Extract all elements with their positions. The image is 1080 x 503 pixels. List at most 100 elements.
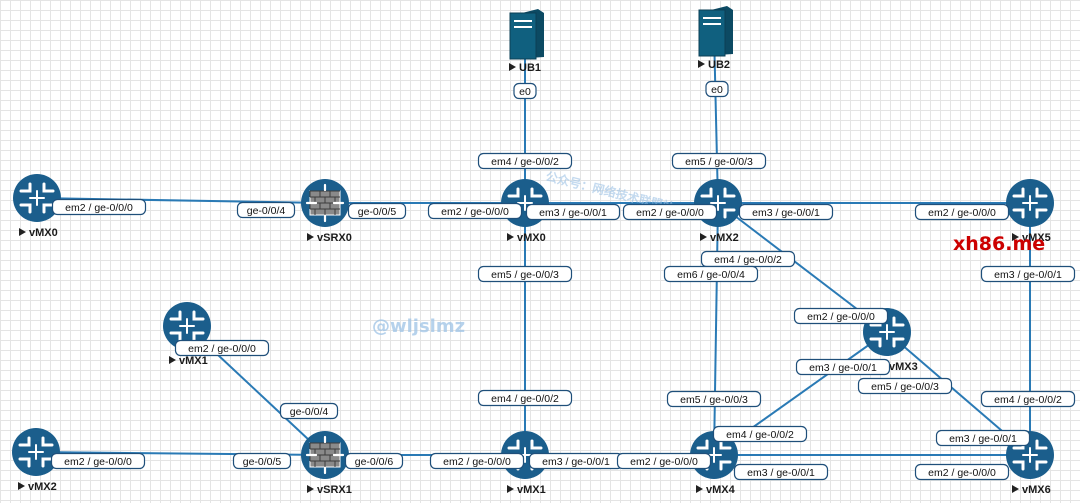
interface-label-r-vmx1-a[interactable]: em3 / ge-0/0/1 bbox=[528, 452, 624, 470]
caret-right-icon bbox=[507, 233, 514, 241]
interface-label-box bbox=[427, 202, 523, 220]
node-label: vMX2 bbox=[710, 232, 739, 244]
interface-label-r-vmx2-top-a[interactable]: em4 / ge-0/0/2 bbox=[700, 250, 796, 268]
caret-right-icon bbox=[1012, 233, 1019, 241]
watermark-site: xh86.me bbox=[953, 233, 1045, 255]
interface-label-r-vmx0-b[interactable]: em4 / ge-0/0/2 bbox=[477, 152, 573, 170]
interface-label-r-vmx3-a[interactable]: em5 / ge-0/0/3 bbox=[857, 377, 953, 395]
interface-label-text: em4 / ge-0/0/2 bbox=[491, 156, 559, 168]
interface-label-r-vmx4-a[interactable]: em3 / ge-0/0/1 bbox=[733, 463, 829, 481]
interface-label-box bbox=[914, 203, 1010, 221]
interface-label-box bbox=[347, 202, 407, 220]
node-label: UB2 bbox=[708, 59, 730, 71]
interface-label-text: ge-0/0/4 bbox=[290, 406, 329, 418]
interface-label-r-vmx2-left-a[interactable]: em2 / ge-0/0/0 bbox=[50, 452, 146, 470]
interface-label-text: em2 / ge-0/0/0 bbox=[928, 207, 996, 219]
interface-label-text: em4 / ge-0/0/2 bbox=[994, 394, 1062, 406]
interface-label-r-vmx0-left-a[interactable]: em2 / ge-0/0/0 bbox=[51, 198, 147, 216]
interface-label-box bbox=[914, 463, 1010, 481]
node-r-vmx1-left[interactable]: vMX1 bbox=[163, 302, 211, 367]
interface-label-srv-ub1-a[interactable]: e0 bbox=[513, 82, 537, 100]
interface-label-fw-vsrx1-a[interactable]: ge-0/0/6 bbox=[344, 452, 404, 470]
interface-label-r-vmx2-top-b[interactable]: em5 / ge-0/0/3 bbox=[671, 152, 767, 170]
node-caption: vMX1 bbox=[169, 355, 208, 367]
interface-label-box bbox=[51, 198, 147, 216]
interface-label-r-vmx1-b[interactable]: em4 / ge-0/0/2 bbox=[477, 389, 573, 407]
node-label: vMX2 bbox=[28, 481, 57, 493]
node-label: vMX0 bbox=[517, 232, 546, 244]
caret-right-icon bbox=[509, 63, 516, 71]
interface-label-box bbox=[980, 390, 1076, 408]
interface-label-text: em5 / ge-0/0/3 bbox=[680, 394, 748, 406]
node-label: UB1 bbox=[519, 62, 541, 74]
caret-right-icon bbox=[696, 485, 703, 493]
interface-label-r-vmx4-b[interactable]: em2 / ge-0/0/0 bbox=[616, 452, 712, 470]
node-srv-ub1[interactable]: UB1 bbox=[509, 9, 544, 74]
interface-label-r-vmx3-a[interactable]: em3 / ge-0/0/1 bbox=[795, 358, 891, 376]
node-srv-ub2[interactable]: UB2 bbox=[698, 6, 733, 71]
interface-label-r-vmx0-a[interactable]: em3 / ge-0/0/1 bbox=[525, 203, 621, 221]
interface-label-box bbox=[980, 265, 1076, 283]
interface-label-text: em2 / ge-0/0/0 bbox=[441, 206, 509, 218]
server-icon bbox=[509, 12, 537, 60]
node-label: vMX0 bbox=[29, 227, 58, 239]
node-label: vMX1 bbox=[179, 355, 208, 367]
interface-label-srv-ub2-a[interactable]: e0 bbox=[705, 80, 729, 98]
interface-label-r-vmx4-b[interactable]: em5 / ge-0/0/3 bbox=[666, 390, 762, 408]
interface-label-r-vmx5-b[interactable]: em2 / ge-0/0/0 bbox=[914, 203, 1010, 221]
node-caption: vMX0 bbox=[507, 232, 546, 244]
interface-label-fw-vsrx1-b[interactable]: ge-0/0/5 bbox=[232, 452, 292, 470]
node-caption: vMX5 bbox=[1012, 232, 1051, 244]
interface-label-box bbox=[935, 429, 1031, 447]
interface-label-fw-vsrx0-a[interactable]: ge-0/0/5 bbox=[347, 202, 407, 220]
interface-label-r-vmx3-b[interactable]: em2 / ge-0/0/0 bbox=[793, 307, 889, 325]
node-caption: vSRX0 bbox=[307, 232, 352, 244]
interface-label-fw-vsrx1-b[interactable]: ge-0/0/4 bbox=[279, 402, 339, 420]
interface-label-r-vmx5-a[interactable]: em3 / ge-0/0/1 bbox=[980, 265, 1076, 283]
interface-label-r-vmx0-b[interactable]: em2 / ge-0/0/0 bbox=[427, 202, 523, 220]
interface-label-r-vmx2-top-a[interactable]: em6 / ge-0/0/4 bbox=[663, 265, 759, 283]
interface-label-text: em3 / ge-0/0/1 bbox=[542, 456, 610, 468]
node-r-vmx2-left[interactable]: vMX2 bbox=[12, 428, 60, 493]
node-label: vMX5 bbox=[1022, 232, 1051, 244]
caret-right-icon bbox=[1012, 485, 1019, 493]
server-icon bbox=[698, 9, 726, 57]
interface-label-r-vmx6-b[interactable]: em2 / ge-0/0/0 bbox=[914, 463, 1010, 481]
interface-label-r-vmx4-b[interactable]: em4 / ge-0/0/2 bbox=[712, 425, 808, 443]
interface-label-text: em2 / ge-0/0/0 bbox=[807, 311, 875, 323]
interface-label-text: em4 / ge-0/0/2 bbox=[491, 393, 559, 405]
interface-label-box bbox=[733, 463, 829, 481]
interface-label-fw-vsrx0-b[interactable]: ge-0/0/4 bbox=[236, 201, 296, 219]
interface-label-r-vmx1-left-a[interactable]: em2 / ge-0/0/0 bbox=[174, 339, 270, 357]
interface-label-box bbox=[666, 390, 762, 408]
interface-label-r-vmx1-b[interactable]: em2 / ge-0/0/0 bbox=[429, 452, 525, 470]
interface-label-r-vmx2-top-a[interactable]: em3 / ge-0/0/1 bbox=[738, 203, 834, 221]
node-label: vMX3 bbox=[889, 361, 918, 373]
interface-label-text: em5 / ge-0/0/3 bbox=[685, 156, 753, 168]
node-r-vmx0-left[interactable]: vMX0 bbox=[13, 174, 61, 239]
caret-right-icon bbox=[18, 482, 25, 490]
node-fw-vsrx0[interactable]: vSRX0 bbox=[301, 179, 352, 244]
node-r-vmx5[interactable]: vMX5 bbox=[1006, 179, 1054, 244]
node-fw-vsrx1[interactable]: vSRX1 bbox=[301, 431, 352, 496]
interface-label-box bbox=[622, 203, 718, 221]
router-arrows-icon bbox=[1012, 187, 1048, 219]
interface-label-r-vmx0-a[interactable]: em5 / ge-0/0/3 bbox=[477, 265, 573, 283]
link-r-vmx2-top-r-vmx4 bbox=[713, 202, 719, 456]
caret-right-icon bbox=[507, 485, 514, 493]
node-caption: vMX6 bbox=[1012, 484, 1051, 496]
interface-label-r-vmx6-b[interactable]: em3 / ge-0/0/1 bbox=[935, 429, 1031, 447]
link-srv-ub2-r-vmx2-top bbox=[713, 31, 719, 204]
interface-label-text: em2 / ge-0/0/0 bbox=[64, 456, 132, 468]
interface-label-r-vmx6-b[interactable]: em4 / ge-0/0/2 bbox=[980, 390, 1076, 408]
interface-label-box bbox=[513, 82, 537, 100]
interface-label-text: em3 / ge-0/0/1 bbox=[747, 467, 815, 479]
node-caption: vMX2 bbox=[700, 232, 739, 244]
interface-label-text: em4 / ge-0/0/2 bbox=[714, 254, 782, 266]
interface-label-text: em3 / ge-0/0/1 bbox=[949, 433, 1017, 445]
caret-right-icon bbox=[698, 60, 705, 68]
interface-label-box bbox=[712, 425, 808, 443]
interface-label-box bbox=[174, 339, 270, 357]
interface-label-r-vmx2-top-b[interactable]: em2 / ge-0/0/0 bbox=[622, 203, 718, 221]
